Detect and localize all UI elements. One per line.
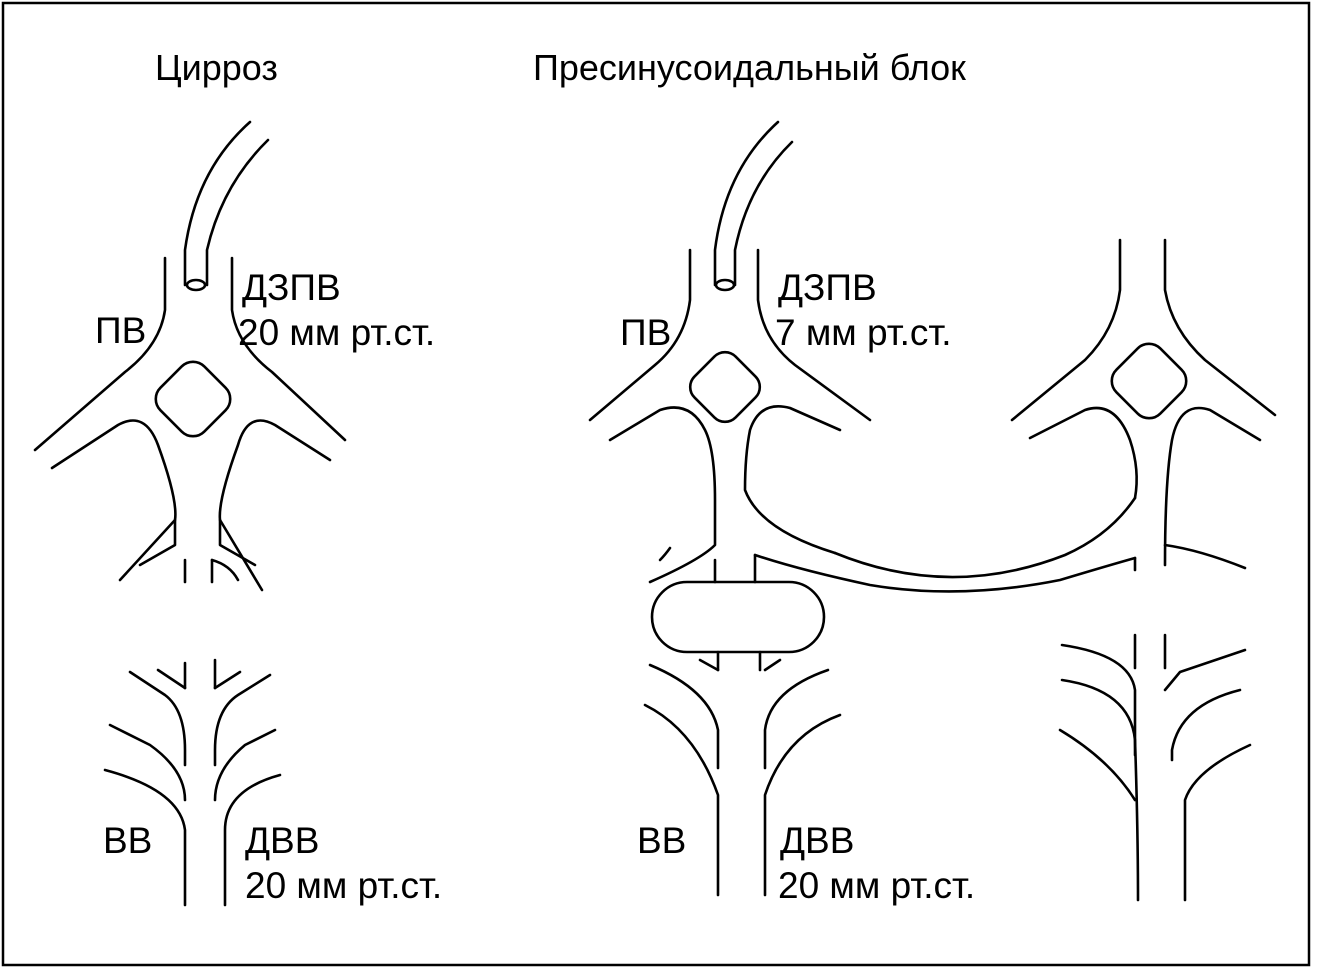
presinusoidal-title: Пресинусоидальный блок (533, 47, 966, 88)
cirrhosis-lobule (154, 360, 232, 438)
presinusoidal-panel: Пресинусоидальный блок (533, 47, 1277, 906)
presinusoidal-wedged-pressure-value: 7 мм рт.ст. (775, 312, 952, 353)
presinusoidal-hepatic-vein-tree (643, 650, 842, 897)
presinusoidal-portal-vein-label: ПВ (620, 312, 671, 353)
presinusoidal-free-pressure-label: ДВВ (780, 820, 854, 861)
normal-lobule (1110, 342, 1188, 420)
cirrhosis-free-pressure-value: 20 мм рт.ст. (245, 865, 442, 906)
presinusoidal-wedged-pressure-label: ДЗПВ (778, 267, 877, 308)
presinusoidal-hepatic-vein-label: ВВ (637, 820, 686, 861)
cirrhosis-catheter (183, 120, 270, 292)
presinusoidal-normal-liver-tree (1010, 238, 1277, 902)
cirrhosis-hepatic-vein-tree (103, 658, 282, 907)
cirrhosis-portal-vein-label: ПВ (95, 310, 146, 351)
block-nodule (650, 580, 826, 654)
cirrhosis-portal-vein-tree (33, 256, 347, 592)
presinusoidal-collateral-shunt (753, 496, 1137, 593)
cirrhosis-panel: Цирроз (33, 47, 442, 907)
cirrhosis-title: Цирроз (155, 47, 278, 88)
cirrhosis-wedged-pressure-label: ДЗПВ (242, 267, 341, 308)
presinusoidal-portal-vein-tree (588, 248, 872, 584)
presinusoidal-lobule (688, 350, 762, 424)
cirrhosis-hepatic-vein-label: ВВ (103, 820, 152, 861)
cirrhosis-wedged-pressure-value: 20 мм рт.ст. (238, 312, 435, 353)
presinusoidal-free-pressure-value: 20 мм рт.ст. (778, 865, 975, 906)
presinusoidal-catheter (713, 120, 794, 292)
cirrhosis-free-pressure-label: ДВВ (245, 820, 319, 861)
presinusoidal-block-nodule (650, 580, 826, 654)
